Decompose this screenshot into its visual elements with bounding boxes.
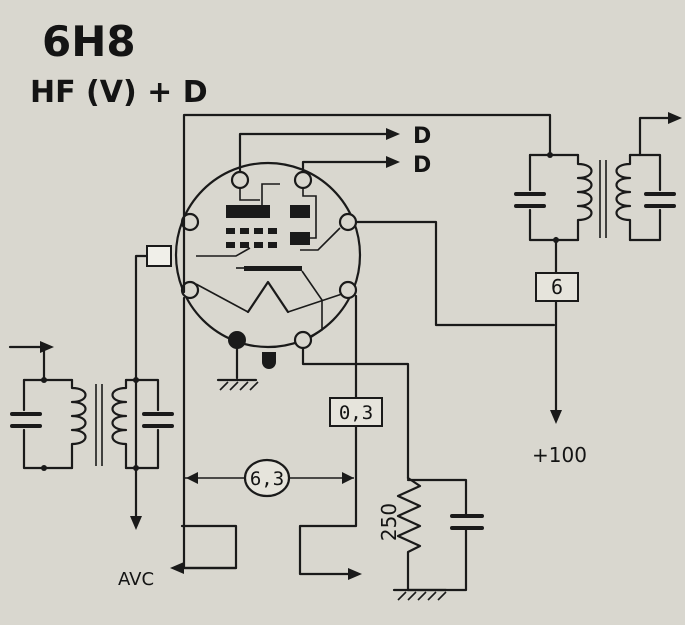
voltage-circle [243,458,291,498]
function-label: HF (V) + D [30,75,208,110]
output-d-top: D [413,124,431,149]
resistor-6-box [535,272,579,302]
resistor-6-label: 6 [551,275,563,299]
right-if-transformer [514,112,682,243]
supply-label: +100 [532,443,587,467]
left-if-transformer [8,341,174,471]
resistor-03-label: 0,3 [339,402,373,424]
tube-type-title: 6H8 [42,17,136,66]
wiring [130,113,562,601]
resistor-03-box [329,397,383,427]
voltage-63-label: 6,3 [250,468,284,490]
resistor-250-label: 250 [377,503,401,541]
avc-label: AVC [118,569,154,590]
tube-internals [195,183,343,339]
output-d-bottom: D [413,153,431,178]
